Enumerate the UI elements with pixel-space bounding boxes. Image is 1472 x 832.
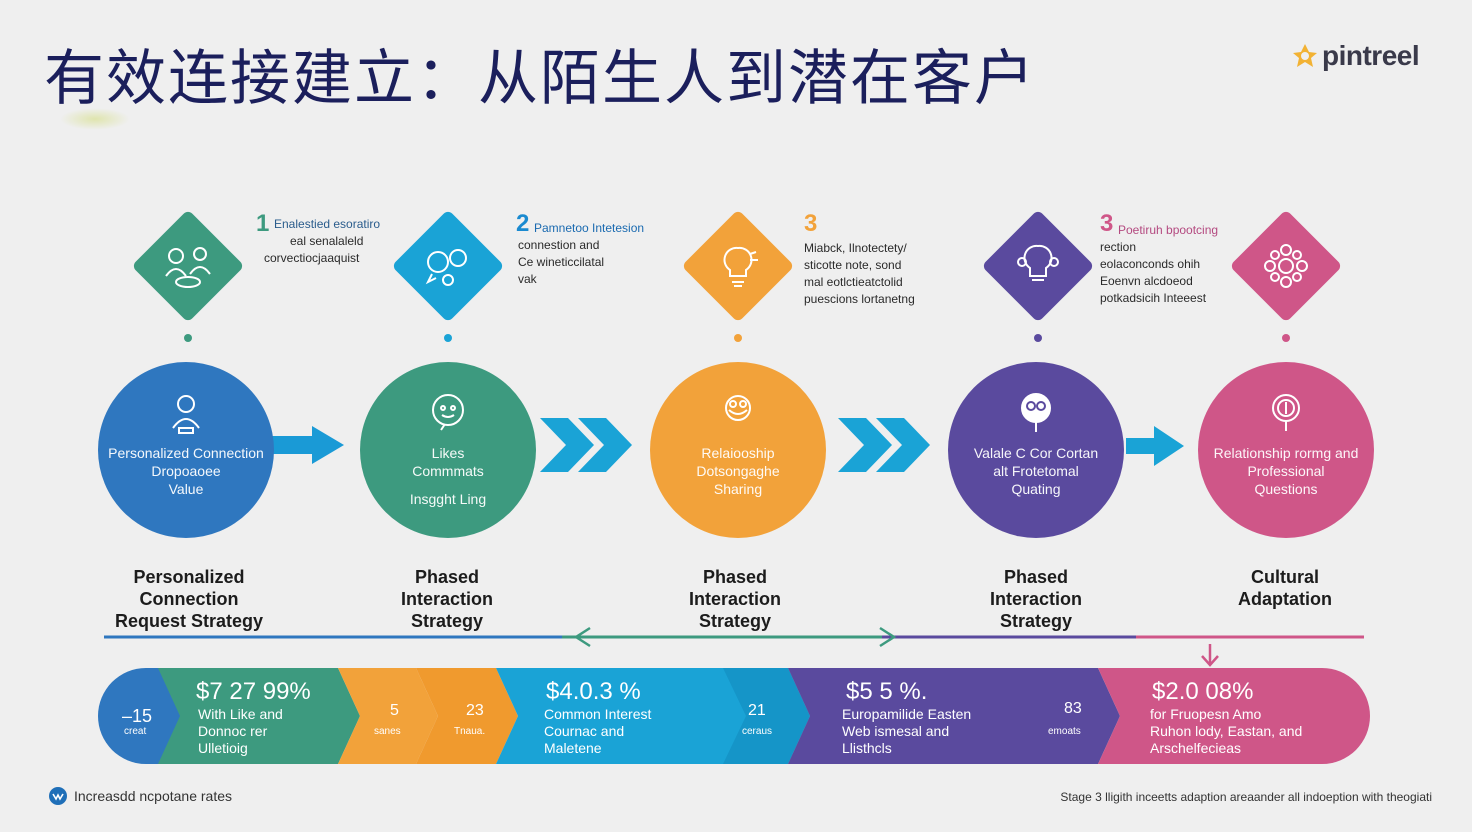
people-icon <box>165 247 211 288</box>
metric-seg7-value: $5 5 %. <box>846 678 928 705</box>
diamond-stem-dot-2 <box>444 334 452 342</box>
band-segments <box>98 668 1370 764</box>
logo-text: pintreel <box>1322 40 1420 71</box>
footer-note-right: Stage 3 lligith inceetts adaption areaan… <box>1060 790 1432 804</box>
arrow-4 <box>1126 426 1184 466</box>
step-description-1: Enalestied esoratiro eal senalaleld corv… <box>264 217 381 265</box>
diamond-stem-dot-1 <box>184 334 192 342</box>
lightbulb-ideas-icon <box>1017 244 1059 281</box>
step-description-3: Miabck, Ilnotectety/ sticotte note, sond… <box>804 241 915 306</box>
chevron-arrow-3 <box>838 418 930 472</box>
down-arrow <box>1201 644 1219 667</box>
diamond-stem-dot-4 <box>1034 334 1042 342</box>
metric-seg2-value: $7 27 99% <box>196 678 311 705</box>
title-decoration <box>60 108 130 130</box>
person-badge-icon <box>172 395 200 434</box>
brand-logo: pintreel <box>1290 40 1420 72</box>
metric-seg4-sub: Tnaua. <box>454 726 486 737</box>
metric-seg3-sub: sanes <box>374 726 401 737</box>
pintreel-logo-icon <box>1293 44 1317 67</box>
step-number-4: 3 <box>1100 210 1114 237</box>
stage-circle-1: Personalized Connection Dropoaoee Value <box>98 362 274 538</box>
stage-circle-3: Relaiooship Dotsongaghe Sharing <box>650 362 826 538</box>
handshake-icon <box>725 395 751 421</box>
diamond-stem-dot-3 <box>734 334 742 342</box>
metric-seg6-value: 21 <box>748 702 766 719</box>
chevron-arrow-2 <box>540 418 632 472</box>
metric-seg5-value: $4.0.3 % <box>546 678 641 705</box>
diamond-stem-dot-5 <box>1282 334 1290 342</box>
metric-seg8-sub: emoats <box>1048 726 1081 737</box>
metric-seg1-value: –15 <box>122 706 153 726</box>
stage-circle-2: Likes Commmats Insgght Ling <box>360 362 536 538</box>
metric-seg1-sub: creat <box>124 726 147 737</box>
step-number-3: 3 <box>804 210 818 237</box>
speech-face-icon <box>432 394 464 431</box>
chat-bubbles-icon <box>425 249 467 286</box>
step-number-1: 1 <box>256 210 270 237</box>
step-number-2: 2 <box>516 210 530 237</box>
step-description-2: Pamnetoo Intetesion connestion and Ce wi… <box>518 221 645 286</box>
stage-circle-4: Valale C Cor Cortan alt Frotetomal Quati… <box>948 362 1124 538</box>
metric-seg8-value: 83 <box>1064 700 1082 717</box>
page-title: 有效连接建立：从陌生人到潜在客户 <box>44 44 1036 114</box>
metric-seg6-sub: ceraus <box>742 726 773 737</box>
metric-seg3-value: 5 <box>390 702 399 719</box>
footer-left-text: Increasdd ncpotane rates <box>74 788 232 804</box>
stage-circle-5: Relationship rormg and Professional Ques… <box>1198 362 1374 538</box>
footer-note-left: Increasdd ncpotane rates <box>48 786 232 806</box>
metric-seg4-value: 23 <box>466 702 484 719</box>
target-person-icon <box>1272 394 1300 431</box>
step-description-4: Poetiruh bpootcing rection eolaconconds … <box>1100 223 1219 305</box>
value-seal-icon <box>1021 393 1051 432</box>
lightbulb-icon <box>723 246 758 287</box>
network-flower-icon <box>1264 244 1308 288</box>
arrow-1 <box>272 426 344 464</box>
metric-seg9-value: $2.0 08% <box>1152 678 1254 705</box>
brand-circle-icon <box>49 787 67 805</box>
